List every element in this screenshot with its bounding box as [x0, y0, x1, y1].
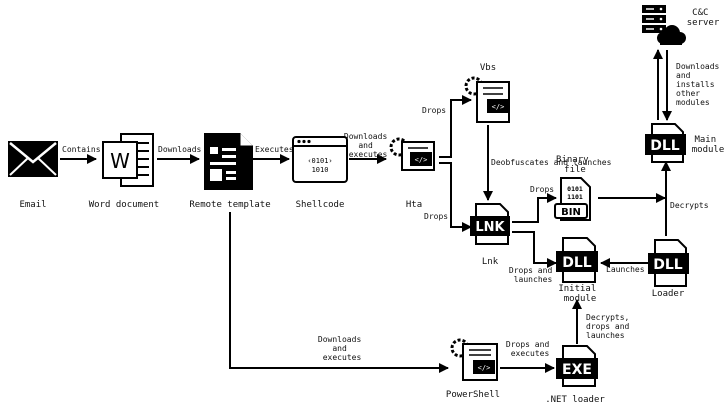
node-label-hta: Hta	[406, 200, 422, 210]
node-label-lnk: Lnk	[482, 257, 499, 267]
script-gear-icon: </>	[464, 76, 510, 123]
exe-file-icon: EXE	[556, 345, 598, 387]
edge-label-drops-lnk: Drops	[424, 212, 448, 221]
node-shellcode: ‹0101› 1010 Shellcode	[292, 136, 348, 210]
node-label-loader: Loader	[652, 289, 685, 299]
dll-file-icon: DLL	[556, 237, 598, 283]
dll-badge-initial: DLL	[562, 255, 592, 271]
edge-labels: Contains Downloads Executes Downloads an…	[62, 62, 724, 362]
binary-file-icon: 0101 1101 BIN	[554, 177, 591, 221]
lnk-badge: LNK	[475, 220, 505, 235]
node-loader: DLL Loader	[648, 239, 689, 299]
svg-text:</>: </>	[492, 103, 505, 111]
bin-badge: BIN	[561, 207, 581, 218]
node-email: Email	[8, 141, 58, 210]
arrow-remote-to-powershell	[229, 212, 449, 373]
node-label-remote-template: Remote template	[189, 200, 270, 210]
edge-label-ps-drops: Drops and executes	[506, 340, 554, 358]
server-cloud-icon	[642, 5, 686, 45]
svg-text:</>: </>	[478, 364, 491, 372]
browser-code-icon: ‹0101› 1010	[292, 136, 348, 183]
node-hta: </> Hta	[389, 137, 435, 210]
script-gear-icon: </>	[389, 137, 435, 171]
arrow-hta-to-vbs	[439, 95, 472, 158]
template-document-icon	[204, 133, 253, 190]
edge-label-deobfuscates: Deobfuscates and launches	[491, 158, 612, 167]
connectors	[60, 49, 672, 373]
dll-file-icon: DLL	[645, 123, 686, 163]
lnk-file-icon: LNK	[470, 203, 510, 245]
word-letter: W	[110, 149, 130, 173]
binary-bits-2: 1101	[567, 193, 583, 201]
edge-label-decrypts-drops: Decrypts, drops and launches	[586, 313, 634, 340]
node-label-main: Main module	[692, 135, 725, 155]
envelope-icon	[8, 141, 58, 177]
node-cc-server: C&C server	[642, 5, 720, 45]
arrow-lnk-to-binary	[512, 193, 557, 223]
svg-text:</>: </>	[415, 156, 428, 164]
dll-file-icon: DLL	[648, 239, 689, 287]
node-label-initial: Initial module	[558, 284, 601, 304]
edge-label-downloads: Downloads	[158, 145, 202, 154]
edge-label-executes: Executes	[255, 145, 294, 154]
svg-text:1010: 1010	[312, 166, 329, 174]
edge-label-launches: Launches	[606, 265, 645, 274]
node-label-cc: C&C server	[687, 8, 720, 28]
node-lnk: LNK Lnk	[470, 203, 510, 267]
node-initial-module: DLL Initial module	[556, 237, 601, 304]
svg-text:‹0101›: ‹0101›	[307, 157, 332, 165]
dll-badge-main: DLL	[650, 138, 680, 154]
arrow-lnk-to-initial	[512, 231, 557, 268]
exe-badge: EXE	[562, 362, 592, 378]
script-gear-icon: </>	[450, 338, 498, 381]
word-document-icon: W	[102, 133, 154, 187]
edge-label-downloads-executes-2: Downloads and executes	[318, 335, 366, 362]
node-remote-template: Remote template	[189, 133, 271, 210]
edge-label-contains: Contains	[62, 145, 101, 154]
node-label-word-document: Word document	[89, 200, 159, 210]
node-vbs: Vbs </>	[464, 63, 510, 123]
binary-bits-1: 0101	[567, 185, 583, 193]
node-word-document: W Word document	[89, 133, 159, 210]
arrow-hta-to-lnk	[439, 162, 472, 232]
node-powershell: </> PowerShell	[446, 338, 500, 400]
node-label-vbs: Vbs	[480, 63, 496, 73]
node-net-loader: EXE .NET loader	[545, 345, 605, 405]
dll-badge-loader: DLL	[653, 257, 683, 273]
node-label-binary: Binary file	[556, 155, 594, 175]
edge-label-decrypts: Decrypts	[670, 201, 709, 210]
edge-label-installs: Downloads and installs other modules	[676, 62, 724, 107]
node-label-shellcode: Shellcode	[296, 200, 345, 210]
node-label-powershell: PowerShell	[446, 390, 500, 400]
node-label-net-loader: .NET loader	[545, 395, 605, 405]
node-label-email: Email	[19, 200, 46, 210]
edge-label-drops-vbs: Drops	[422, 106, 446, 115]
edge-label-drops-launches: Drops and launches	[509, 266, 557, 284]
node-binary-file: Binary file 0101 1101 BIN	[554, 155, 594, 221]
edge-label-downloads-executes: Downloads and executes	[344, 132, 392, 159]
edge-label-drops-binary: Drops	[530, 185, 554, 194]
node-main-module: DLL Main module	[645, 123, 725, 163]
